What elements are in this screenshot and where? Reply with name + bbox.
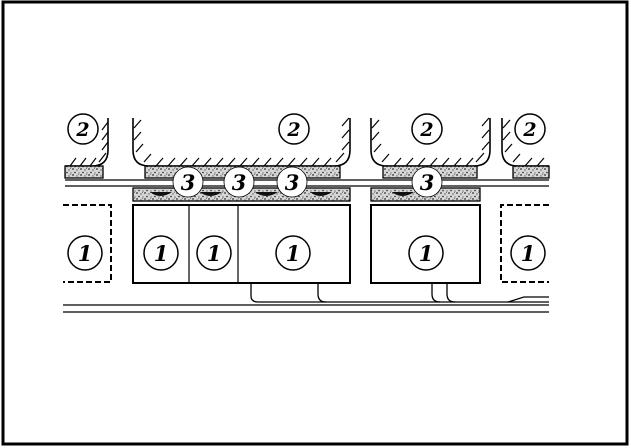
wall-label-circle — [411, 113, 443, 145]
unit-label: 1 — [286, 241, 301, 266]
wall-label: 2 — [419, 119, 433, 141]
unit-label: 1 — [154, 241, 169, 266]
wall-center: 2 — [132, 113, 351, 167]
bottom-rail — [63, 304, 549, 313]
unit-left-partial: 1 — [63, 204, 112, 283]
unit-label: 1 — [78, 241, 93, 266]
seal-label: 3 — [420, 170, 435, 195]
wall-label-circle — [278, 113, 310, 145]
seal-label: 3 — [181, 170, 196, 195]
unit-d: 1 — [370, 204, 481, 284]
wall-far-right: 2 — [501, 113, 549, 167]
wall-label-circle — [514, 113, 546, 145]
wall-right: 2 — [370, 113, 491, 167]
upper-seal-strips — [64, 165, 550, 179]
unit-label: 1 — [207, 241, 222, 266]
seal-markers: 3 3 3 3 — [172, 166, 443, 198]
unit-group-center: 1 1 1 — [132, 204, 351, 284]
unit-label: 1 — [419, 241, 434, 266]
wall-label: 2 — [75, 119, 89, 141]
wall-label: 2 — [522, 119, 536, 141]
seal-label: 3 — [285, 170, 300, 195]
connector-leads — [250, 283, 549, 303]
wall-label-circle — [67, 113, 99, 145]
unit-label: 1 — [521, 241, 536, 266]
seal-label: 3 — [232, 170, 247, 195]
wall-left: 2 — [65, 113, 109, 167]
unit-right-partial: 1 — [500, 204, 549, 283]
wall-label: 2 — [286, 119, 300, 141]
